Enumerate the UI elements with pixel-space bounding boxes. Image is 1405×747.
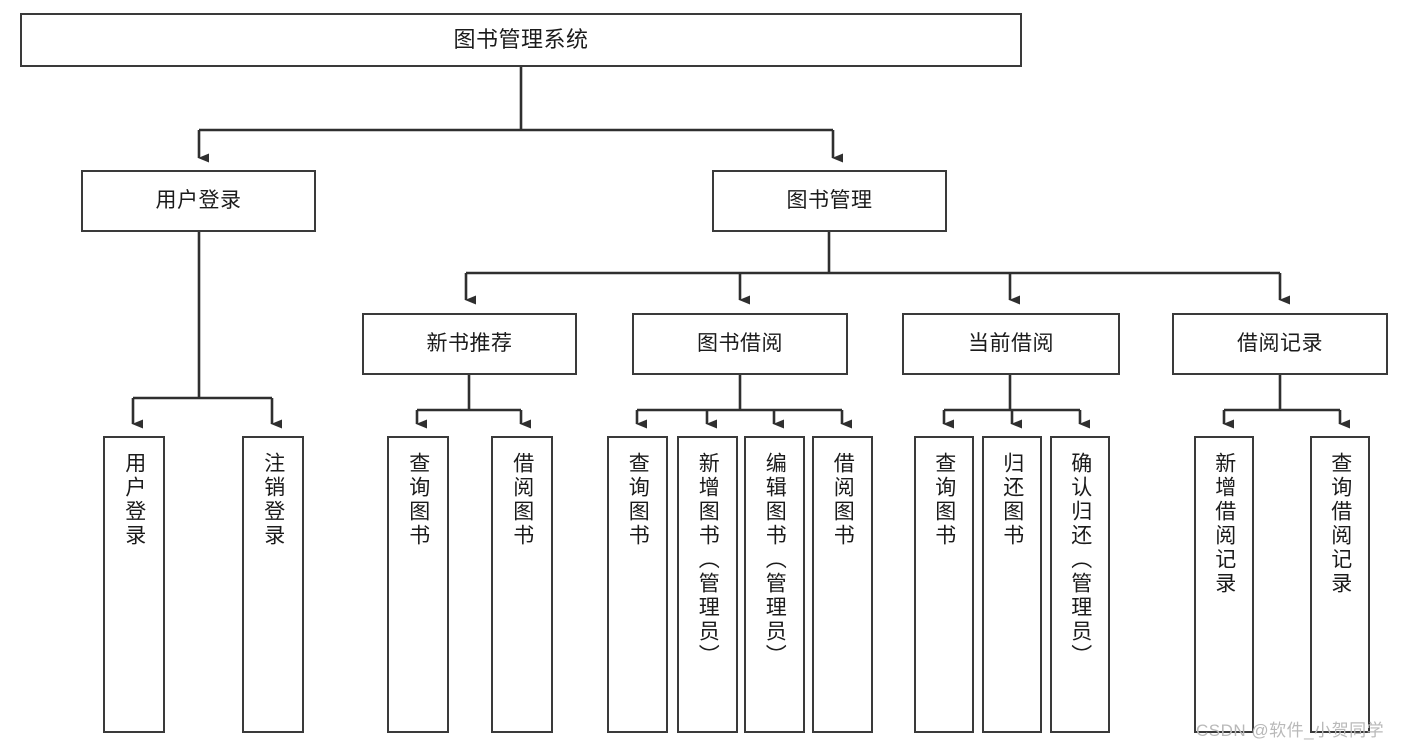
- node-label: 新书推荐: [426, 332, 513, 356]
- leaf-borrow-borrow-book[interactable]: 借阅图书: [812, 436, 873, 733]
- leaf-borrow-edit-book-admin[interactable]: 编辑图书（管理员）: [744, 436, 805, 733]
- watermark-text: CSDN @软件_小贺同学: [1196, 721, 1385, 740]
- node-label: 编辑图书（管理员）: [763, 452, 787, 668]
- node-label: 归还图书: [1000, 452, 1024, 548]
- node-label: 注销登录: [261, 452, 285, 548]
- leaf-user-login-logout[interactable]: 注销登录: [242, 436, 304, 733]
- node-label: 图书管理: [786, 189, 873, 213]
- leaf-current-return-book[interactable]: 归还图书: [982, 436, 1042, 733]
- node-user-login[interactable]: 用户登录: [81, 170, 316, 232]
- leaf-current-query-book[interactable]: 查询图书: [914, 436, 974, 733]
- leaf-record-add-record[interactable]: 新增借阅记录: [1194, 436, 1254, 733]
- node-label: 用户登录: [122, 452, 146, 548]
- node-new-book-recommend[interactable]: 新书推荐: [362, 313, 577, 375]
- node-root-system[interactable]: 图书管理系统: [20, 13, 1022, 67]
- node-label: 新增借阅记录: [1212, 452, 1236, 596]
- node-label: 查询图书: [626, 452, 650, 548]
- node-label: 查询图书: [406, 452, 430, 548]
- node-label: 图书借阅: [697, 332, 783, 356]
- node-label: 确认归还（管理员）: [1068, 452, 1092, 668]
- node-current-borrow[interactable]: 当前借阅: [902, 313, 1120, 375]
- node-book-management[interactable]: 图书管理: [712, 170, 947, 232]
- node-label: 新增图书（管理员）: [696, 452, 720, 668]
- node-label: 借阅记录: [1237, 332, 1323, 356]
- node-label: 借阅图书: [831, 452, 855, 548]
- leaf-borrow-add-book-admin[interactable]: 新增图书（管理员）: [677, 436, 738, 733]
- node-label: 当前借阅: [968, 332, 1054, 356]
- node-borrow-record[interactable]: 借阅记录: [1172, 313, 1388, 375]
- leaf-recommend-borrow-book[interactable]: 借阅图书: [491, 436, 553, 733]
- node-label: 用户登录: [155, 189, 242, 213]
- node-label: 图书管理系统: [453, 26, 589, 52]
- node-label: 借阅图书: [510, 452, 534, 548]
- leaf-user-login-login[interactable]: 用户登录: [103, 436, 165, 733]
- node-label: 查询借阅记录: [1328, 452, 1352, 596]
- node-book-borrow[interactable]: 图书借阅: [632, 313, 848, 375]
- leaf-record-query-record[interactable]: 查询借阅记录: [1310, 436, 1370, 733]
- leaf-borrow-query-book[interactable]: 查询图书: [607, 436, 668, 733]
- leaf-recommend-query-book[interactable]: 查询图书: [387, 436, 449, 733]
- leaf-current-confirm-return-admin[interactable]: 确认归还（管理员）: [1050, 436, 1110, 733]
- node-label: 查询图书: [932, 452, 956, 548]
